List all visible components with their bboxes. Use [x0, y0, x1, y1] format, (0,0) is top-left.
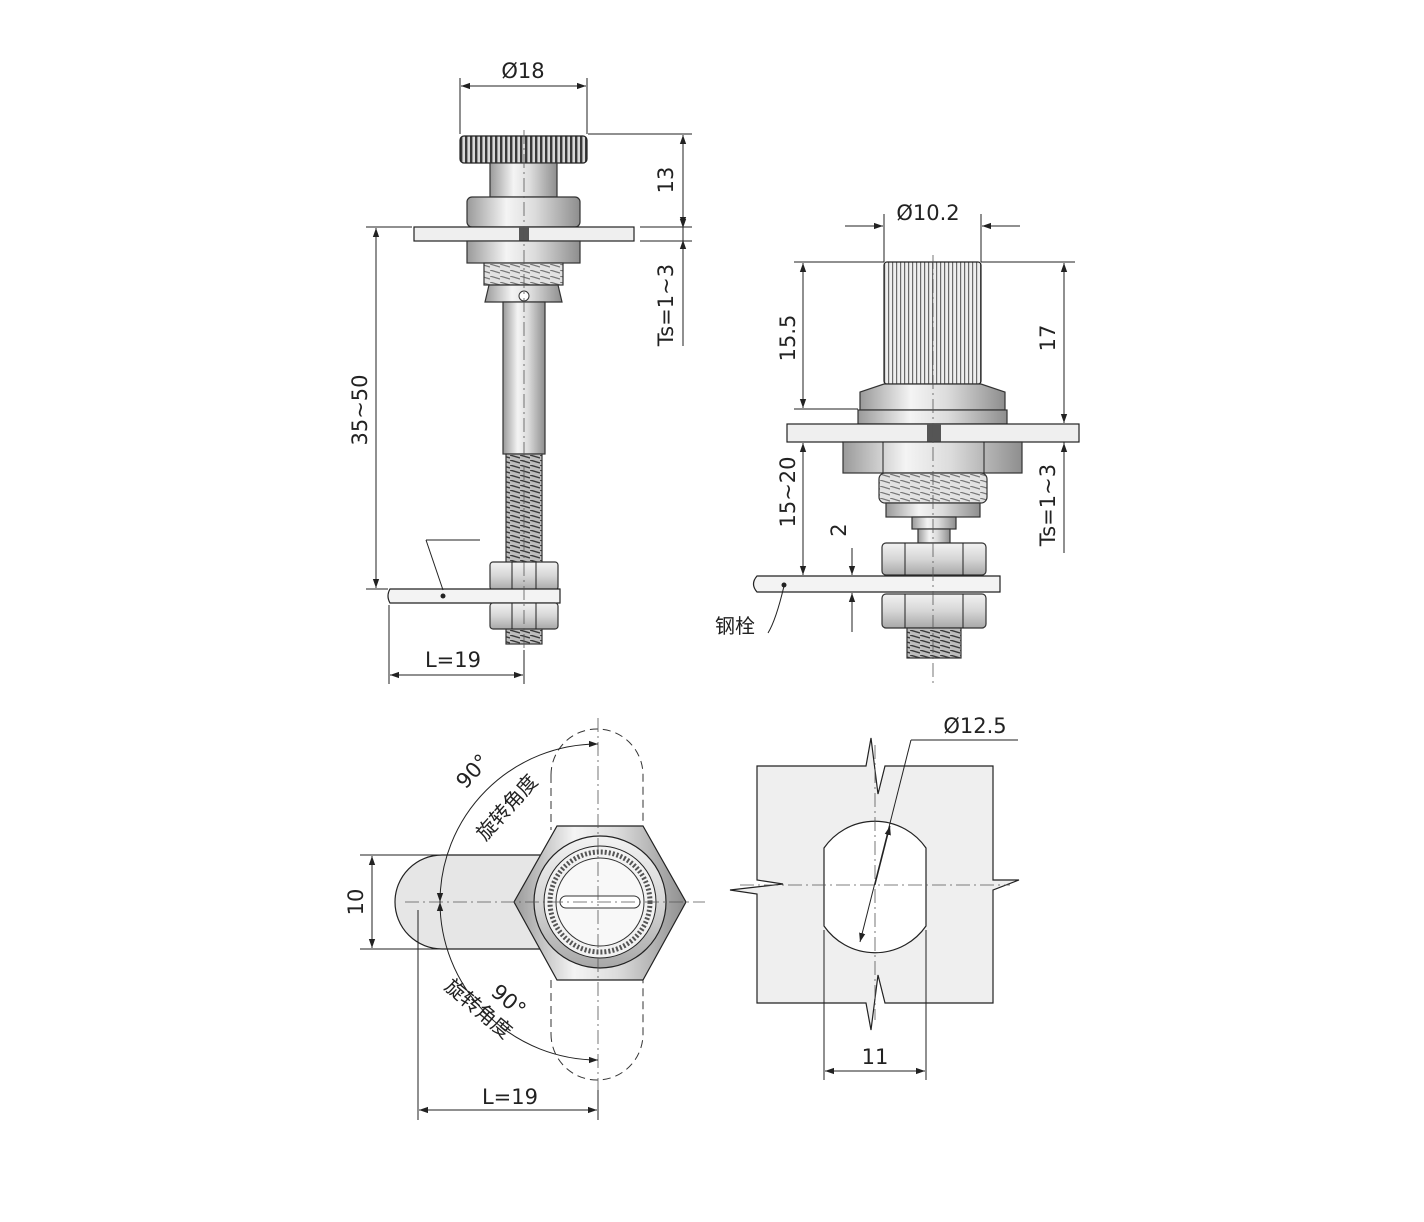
lock-body-lower	[466, 240, 581, 264]
cam-length-side-label: L=19	[425, 648, 481, 672]
rotation-label-top: 旋转角度	[471, 770, 542, 846]
mounting-nut	[842, 441, 1023, 474]
front-view: Ø10.2 15.5 17 Ts=1~3 15~20	[715, 201, 1080, 686]
cam-plate	[752, 575, 1001, 593]
thread-collar	[483, 262, 564, 286]
steel-pin-callout: 钢栓	[715, 585, 785, 638]
knob-neck	[489, 162, 558, 198]
knob-height-label: 13	[654, 167, 678, 194]
splined-shaft	[883, 261, 982, 385]
cap-base	[859, 383, 1006, 411]
panel-thickness-side-label: Ts=1~3	[654, 264, 678, 347]
cam-width-label: 10	[344, 889, 368, 916]
flat-width-label: 11	[862, 1045, 889, 1069]
dim-knob-diameter: Ø18	[459, 59, 588, 134]
cam-offset-label: 15~20	[776, 456, 800, 527]
dim-cam-length-side: L=19	[388, 605, 525, 684]
knurled-knob	[459, 135, 588, 164]
top-view: 90° 旋转角度 90° 旋转角度 10 L=19	[344, 718, 705, 1120]
steel-pin-label: 钢栓	[715, 614, 755, 638]
dim-panel-thickness-side: Ts=1~3	[640, 212, 692, 347]
dim-cam-offset: 15~20	[776, 441, 843, 575]
spline-diameter-label: Ø10.2	[896, 201, 959, 225]
rotation-angle-top: 90°	[451, 749, 494, 793]
dim-flat-width: 11	[823, 930, 927, 1080]
dim-spline-diameter: Ø10.2	[845, 201, 1020, 262]
lock-body-ring	[466, 196, 581, 228]
panel-thickness-front-label: Ts=1~3	[1036, 464, 1060, 547]
dim-shaft-length: 35~50	[348, 226, 412, 590]
dim-spline-height: 15.5	[776, 261, 884, 410]
cutout-hole	[823, 820, 927, 954]
shaft-length-label: 35~50	[348, 374, 372, 445]
bolt-tip	[906, 627, 962, 659]
dim-panel-thickness-front: Ts=1~3	[1036, 442, 1068, 553]
knob-diameter-label: Ø18	[501, 59, 544, 83]
lower-nut	[881, 593, 987, 629]
dim-knob-height: 13	[588, 133, 692, 228]
spline-height-label: 15.5	[776, 315, 800, 362]
cam-thickness-label: 2	[827, 523, 851, 536]
cam-length-top-label: L=19	[482, 1085, 538, 1109]
lock-body-ring	[857, 409, 1008, 425]
dim-total-height: 17	[981, 261, 1079, 425]
dim-cam-length-top: L=19	[417, 910, 599, 1120]
cam-plate	[387, 588, 561, 604]
total-height-label: 17	[1036, 325, 1060, 352]
side-view: Ø18 13 Ts=1~3 35~50 L=19	[348, 59, 692, 684]
cutout-view: Ø12.5 11	[729, 714, 1020, 1080]
cam-rotated-down	[550, 980, 644, 1081]
hole-diameter-label: Ø12.5	[943, 714, 1006, 738]
upper-nut	[881, 542, 987, 576]
dim-cam-thickness: 2	[827, 523, 860, 632]
dim-cam-width: 10	[344, 854, 440, 950]
